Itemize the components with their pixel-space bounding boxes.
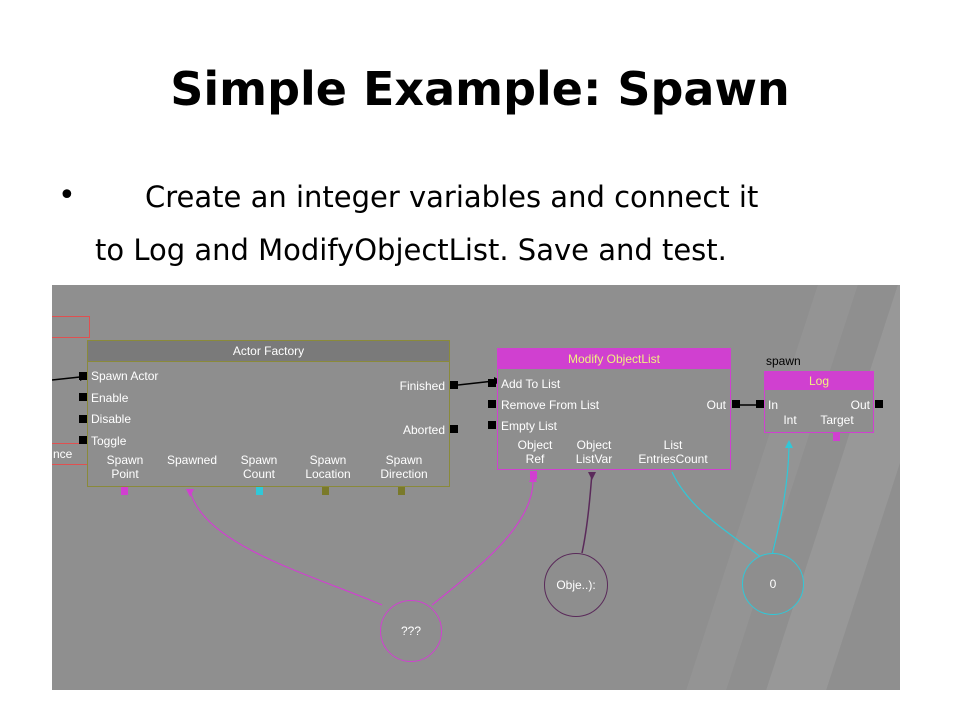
var-object-listvar-l2: ListVar [575,452,613,466]
bullet-symbol: • [58,178,76,213]
variable-object-list[interactable]: Obje..): [544,553,608,617]
variable-object-list-label: Obje..): [556,578,596,592]
log-var-int: Int [783,413,797,427]
slide-title: Simple Example: Spawn [170,62,790,116]
variable-unknown[interactable]: ??? [380,600,442,662]
arrowhead [588,472,596,480]
modify-objectlist-node[interactable]: Modify ObjectList Add To List Remove Fro… [497,348,731,470]
var-list-entries-l1: List [663,438,683,452]
port-toggle[interactable] [79,436,87,444]
arrowhead [785,440,793,448]
var-spawn-location-l2: Location [305,467,351,481]
pin-spawn-point[interactable] [121,487,128,495]
input-empty-list[interactable]: Empty List [501,419,558,433]
port-spawn-actor[interactable] [79,372,87,380]
pin-log-target[interactable] [833,433,840,441]
var-spawn-point-l2: Point [111,467,139,481]
log-comment: spawn [766,354,801,368]
bullet-text-line1: Create an integer variables and connect … [145,180,759,214]
pin-spawn-location[interactable] [322,487,329,495]
pin-spawn-direction[interactable] [398,487,405,495]
kismet-graph-canvas[interactable]: nce Actor Factory Spawn Actor Enable Dis… [52,285,900,690]
log-node[interactable]: Log In Out Int Target [764,371,874,433]
output-out[interactable]: Out [706,398,726,412]
link-entries-to-int[interactable] [671,471,765,561]
var-object-ref-l1: Object [517,438,553,452]
link-int-to-log[interactable] [771,446,790,556]
output-finished[interactable]: Finished [399,379,445,393]
variable-int[interactable]: 0 [742,553,804,615]
variable-int-label: 0 [769,577,777,591]
link-listvar-to-objectlist[interactable] [581,471,593,554]
modify-objectlist-title: Modify ObjectList [498,349,730,369]
var-spawn-count-l1: Spawn [240,453,278,467]
offscreen-node-bottom[interactable]: nce [52,443,90,465]
link-exec-in[interactable] [52,376,81,381]
var-spawn-direction-l1: Spawn [385,453,423,467]
output-aborted[interactable]: Aborted [402,423,445,437]
port-disable[interactable] [79,415,87,423]
input-add-to-list[interactable]: Add To List [501,377,561,391]
var-object-ref-l2: Ref [525,452,545,466]
port-enable[interactable] [79,393,87,401]
link-spawned-to-unknown[interactable] [189,489,383,606]
port-finished[interactable] [450,381,458,389]
port-aborted[interactable] [450,425,458,433]
var-spawn-location-l1: Spawn [309,453,347,467]
offscreen-node-label: nce [53,447,73,461]
var-spawn-count-l2: Count [242,467,276,481]
input-disable[interactable]: Disable [91,412,132,426]
actor-factory-title: Actor Factory [88,341,449,362]
var-object-listvar-l1: Object [576,438,612,452]
port-modify-out[interactable] [732,400,740,408]
pin-spawn-count[interactable] [256,487,263,495]
var-spawn-direction-l2: Direction [380,467,428,481]
offscreen-node-top[interactable] [52,316,90,338]
input-enable[interactable]: Enable [91,391,129,405]
var-spawn-point-l1: Spawn [106,453,144,467]
log-title: Log [765,372,873,390]
variable-unknown-label: ??? [400,624,422,638]
var-list-entries-l2: EntriesCount [638,452,708,466]
port-log-in[interactable] [756,400,764,408]
input-toggle[interactable]: Toggle [91,434,127,448]
arrowhead [186,489,194,497]
port-add-to-list[interactable] [488,379,496,387]
log-var-target: Target [820,413,854,427]
log-input-in[interactable]: In [768,398,779,412]
pin-object-ref[interactable] [530,471,537,479]
input-spawn-actor[interactable]: Spawn Actor [91,369,159,383]
port-log-out[interactable] [875,400,883,408]
input-remove-from-list[interactable]: Remove From List [501,398,600,412]
link-unknown-to-objectref[interactable] [431,481,534,606]
port-remove-from-list[interactable] [488,400,496,408]
actor-factory-node[interactable]: Actor Factory Spawn Actor Enable Disable… [87,340,450,487]
bullet-text-line2: to Log and ModifyObjectList. Save and te… [95,233,727,267]
var-spawned: Spawned [166,453,218,467]
port-empty-list[interactable] [488,421,496,429]
log-output-out[interactable]: Out [850,398,870,412]
